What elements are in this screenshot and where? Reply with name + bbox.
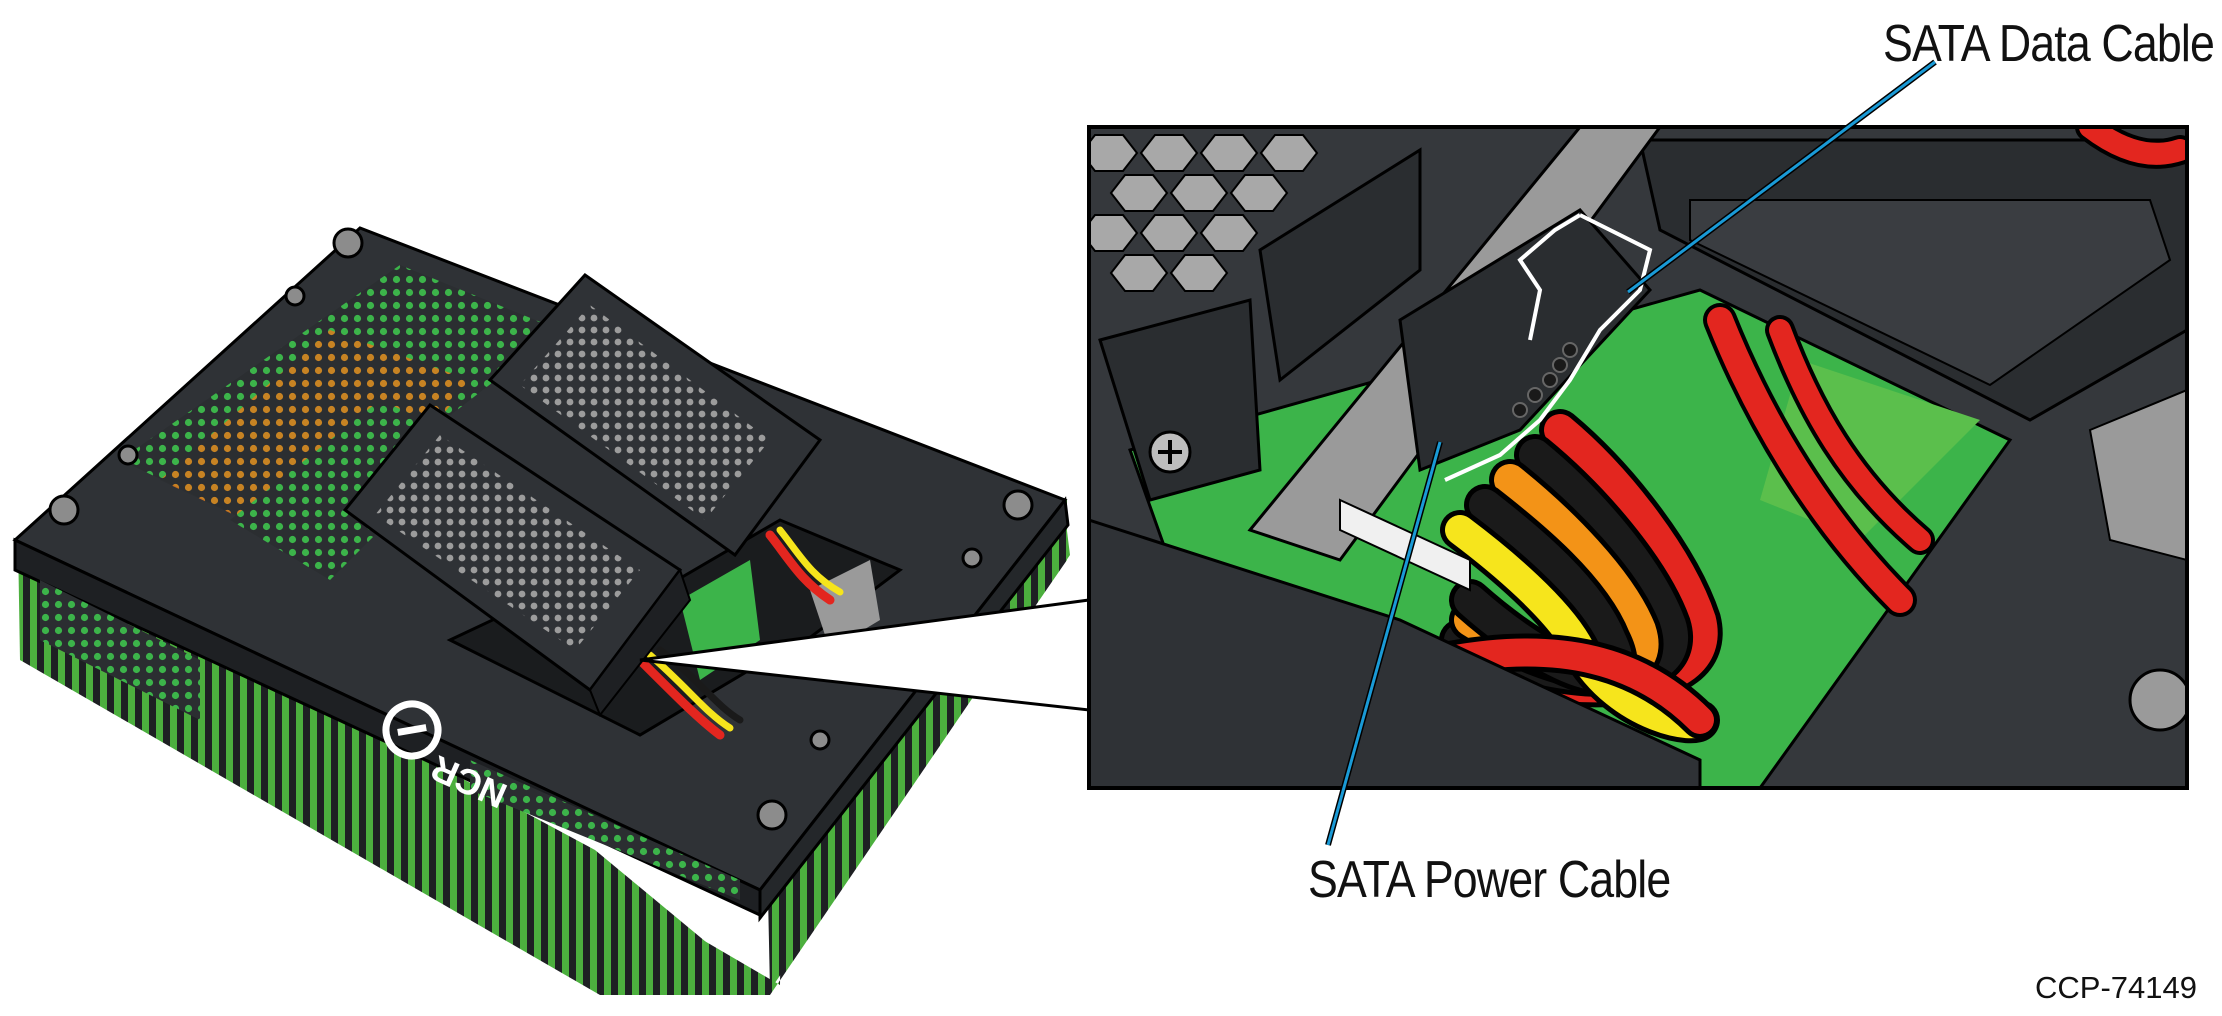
front-vent-left [40,580,200,720]
callout-sata-data-cable: SATA Data Cable [1883,15,2215,73]
front-vent-right [470,760,740,900]
zoom-detail [1089,127,2187,788]
zoom-frame [1087,125,2189,790]
figure-id: CCP-74149 [2035,970,2197,1005]
hex-vent [1089,134,1319,292]
device-overview: NCR [12,226,1070,995]
connector-outline [1444,213,1653,482]
callout-sata-power-cable: SATA Power Cable [1308,851,1671,909]
connector-housing [1398,208,1653,473]
chassis-screws [48,227,1034,831]
chassis-floor [1089,518,1702,788]
top-vent-orange [160,330,470,560]
power-connector-pins [1512,342,1578,418]
power-cable-bundle [1429,409,1723,744]
data-cables [1703,127,2187,617]
